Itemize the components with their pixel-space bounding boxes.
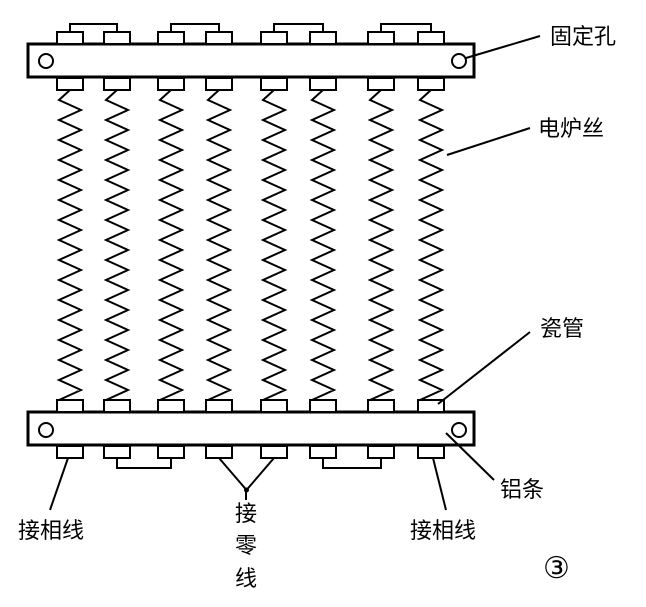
top-link bbox=[69, 23, 118, 32]
ceramic-tube-bottom-outer bbox=[103, 445, 131, 459]
ceramic-tube-top-outer bbox=[367, 31, 395, 45]
ceramic-tube-top-inner bbox=[260, 77, 288, 91]
ceramic-tube-top-inner bbox=[56, 77, 84, 91]
aluminum-strip-label: 铝条 bbox=[500, 478, 544, 503]
ceramic-tube-top-inner bbox=[417, 77, 445, 91]
ceramic-tube-bottom-inner bbox=[56, 399, 84, 413]
heating-coil bbox=[260, 89, 288, 401]
ceramic-tube-top-outer bbox=[309, 31, 337, 45]
bottom-link bbox=[116, 458, 172, 469]
ceramic-tube-bottom-inner bbox=[205, 399, 233, 413]
ceramic-tube-bottom-outer bbox=[157, 445, 185, 459]
neutral-wire-label-1: 接 bbox=[235, 502, 257, 527]
ceramic-tube-top-inner bbox=[103, 77, 131, 91]
bottom-aluminum-bar bbox=[26, 410, 476, 447]
ceramic-tube-bottom-outer bbox=[260, 445, 288, 459]
phase-right-leader bbox=[432, 457, 447, 511]
bottom-left-fixing-hole bbox=[38, 422, 54, 438]
fixing-hole-leader bbox=[465, 35, 541, 59]
ceramic-tube-bottom-outer bbox=[205, 445, 233, 459]
ceramic-tube-label: 瓷管 bbox=[540, 317, 584, 342]
heating-coil bbox=[157, 89, 185, 401]
neutral-wire-label-2: 零 bbox=[235, 534, 257, 559]
top-link bbox=[273, 23, 324, 32]
heating-coil bbox=[56, 89, 84, 401]
ceramic-tube-top-inner bbox=[367, 77, 395, 91]
bottom-link bbox=[322, 458, 382, 469]
phase-wire-right-label: 接相线 bbox=[410, 519, 476, 544]
ceramic-tube-bottom-inner bbox=[157, 399, 185, 413]
heating-coil bbox=[103, 89, 131, 401]
aluminum-strip-leader bbox=[445, 432, 495, 481]
ceramic-tube-top-inner bbox=[157, 77, 185, 91]
heating-coil bbox=[367, 89, 395, 401]
ceramic-tube-bottom-outer bbox=[309, 445, 337, 459]
heating-coil bbox=[309, 89, 337, 401]
wire-assemblies bbox=[56, 23, 445, 493]
ceramic-tube-bottom-outer bbox=[56, 445, 84, 459]
ceramic-tube-top-outer bbox=[103, 31, 131, 45]
ceramic-tube-leader bbox=[437, 331, 531, 405]
figure-number: ③ bbox=[543, 551, 570, 586]
ceramic-tube-top-outer bbox=[417, 31, 445, 45]
ceramic-tube-top-outer bbox=[157, 31, 185, 45]
ceramic-tube-bottom-inner bbox=[260, 399, 288, 413]
top-link bbox=[380, 23, 432, 32]
neutral-junction bbox=[218, 457, 275, 492]
ceramic-tube-bottom-outer bbox=[367, 445, 395, 459]
ceramic-tube-bottom-inner bbox=[103, 399, 131, 413]
heating-wire-label: 电炉丝 bbox=[538, 117, 604, 142]
fixing-hole-label: 固定孔 bbox=[550, 25, 616, 50]
heating-coil bbox=[417, 89, 445, 401]
ceramic-tube-top-outer bbox=[56, 31, 84, 45]
neutral-wire-label-3: 线 bbox=[235, 567, 257, 592]
heating-coil bbox=[205, 89, 233, 401]
top-aluminum-bar bbox=[26, 42, 476, 79]
top-link bbox=[170, 23, 220, 32]
top-left-fixing-hole bbox=[38, 53, 54, 69]
phase-wire-left-label: 接相线 bbox=[18, 519, 84, 544]
ceramic-tube-bottom-inner bbox=[367, 399, 395, 413]
ceramic-tube-top-inner bbox=[309, 77, 337, 91]
ceramic-tube-bottom-outer bbox=[417, 445, 445, 459]
bottom-right-fixing-hole bbox=[451, 422, 467, 438]
phase-left-leader bbox=[49, 457, 69, 511]
ceramic-tube-top-outer bbox=[205, 31, 233, 45]
ceramic-tube-bottom-inner bbox=[309, 399, 337, 413]
heating-wire-leader bbox=[446, 127, 531, 156]
top-right-fixing-hole bbox=[451, 53, 467, 69]
ceramic-tube-top-outer bbox=[260, 31, 288, 45]
ceramic-tube-top-inner bbox=[205, 77, 233, 91]
